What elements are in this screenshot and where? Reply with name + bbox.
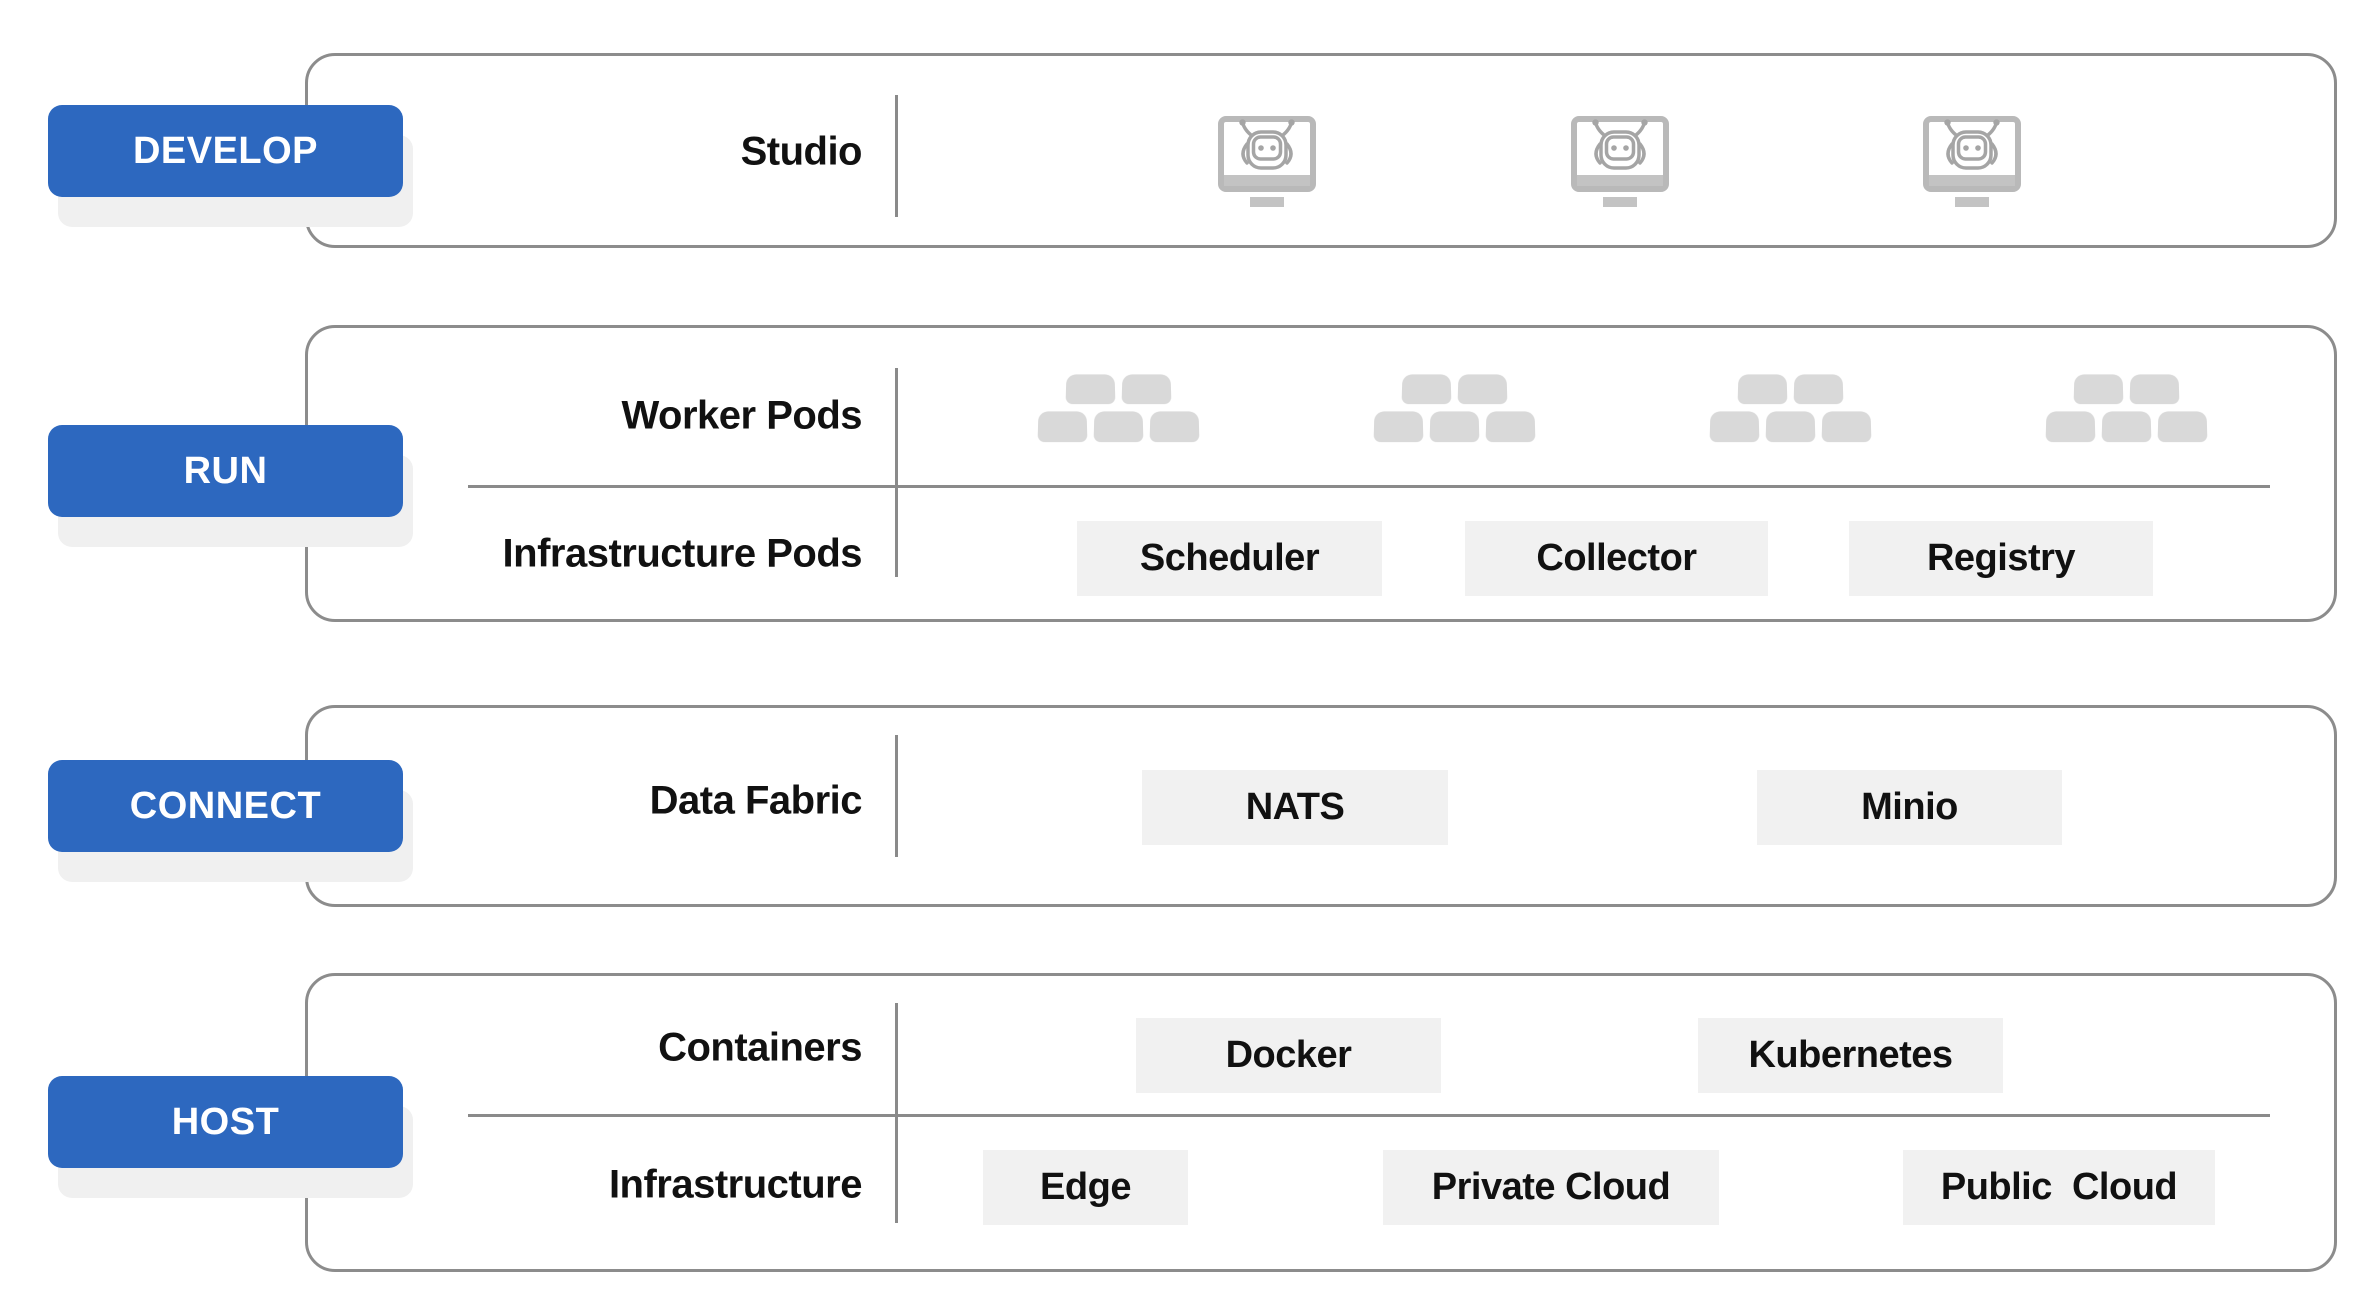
pod-icon: [2101, 411, 2152, 443]
pod-icon: [1429, 411, 1480, 443]
pod-icon: [1457, 374, 1508, 405]
robot-monitor-icon: [1571, 116, 1669, 207]
host-vertical-divider: [895, 1003, 898, 1223]
pod-icon: [2045, 411, 2096, 443]
robot-monitor-icon: [1218, 116, 1316, 207]
containers-row-label: Containers: [658, 1025, 862, 1070]
pod-icon: [1093, 411, 1144, 443]
private-cloud-chip: Private Cloud: [1383, 1150, 1719, 1225]
worker-pods-row-label: Worker Pods: [621, 393, 863, 438]
develop-badge: DEVELOP: [48, 105, 403, 197]
develop-vertical-divider: [895, 95, 898, 217]
pod-icon: [1065, 374, 1116, 405]
worker-pod-cluster: [1709, 374, 1872, 443]
pod-icon: [1121, 374, 1172, 405]
registry-chip: Registry: [1849, 521, 2153, 596]
connect-badge: CONNECT: [48, 760, 403, 852]
pod-icon: [1821, 411, 1872, 443]
pod-icon: [1149, 411, 1200, 443]
pod-icon: [2129, 374, 2180, 405]
infrastructure-pods-row-label: Infrastructure Pods: [502, 531, 863, 576]
develop-layer-box: [305, 53, 2337, 248]
infrastructure-row-label: Infrastructure: [608, 1162, 863, 1207]
kubernetes-chip: Kubernetes: [1698, 1018, 2003, 1093]
pod-icon: [1709, 411, 1760, 443]
scheduler-chip: Scheduler: [1077, 521, 1382, 596]
minio-chip: Minio: [1757, 770, 2062, 845]
pod-icon: [2073, 374, 2124, 405]
host-horizontal-divider: [468, 1114, 2270, 1117]
worker-pod-cluster: [1373, 374, 1536, 443]
pod-icon: [1737, 374, 1788, 405]
pod-icon: [1373, 411, 1424, 443]
pod-icon: [1765, 411, 1816, 443]
studio-row-label: Studio: [740, 129, 863, 174]
robot-monitor-icon: [1923, 116, 2021, 207]
edge-chip: Edge: [983, 1150, 1188, 1225]
run-vertical-divider: [895, 368, 898, 577]
pod-icon: [1401, 374, 1452, 405]
nats-chip: NATS: [1142, 770, 1448, 845]
public-cloud-chip: Public Cloud: [1903, 1150, 2215, 1225]
worker-pod-cluster: [1037, 374, 1200, 443]
worker-pod-cluster: [2045, 374, 2208, 443]
docker-chip: Docker: [1136, 1018, 1441, 1093]
run-badge: RUN: [48, 425, 403, 517]
pod-icon: [2157, 411, 2208, 443]
host-badge: HOST: [48, 1076, 403, 1168]
run-horizontal-divider: [468, 485, 2270, 488]
connect-vertical-divider: [895, 735, 898, 857]
collector-chip: Collector: [1465, 521, 1768, 596]
data-fabric-row-label: Data Fabric: [649, 778, 863, 823]
pod-icon: [1485, 411, 1536, 443]
pod-icon: [1037, 411, 1088, 443]
pod-icon: [1793, 374, 1844, 405]
